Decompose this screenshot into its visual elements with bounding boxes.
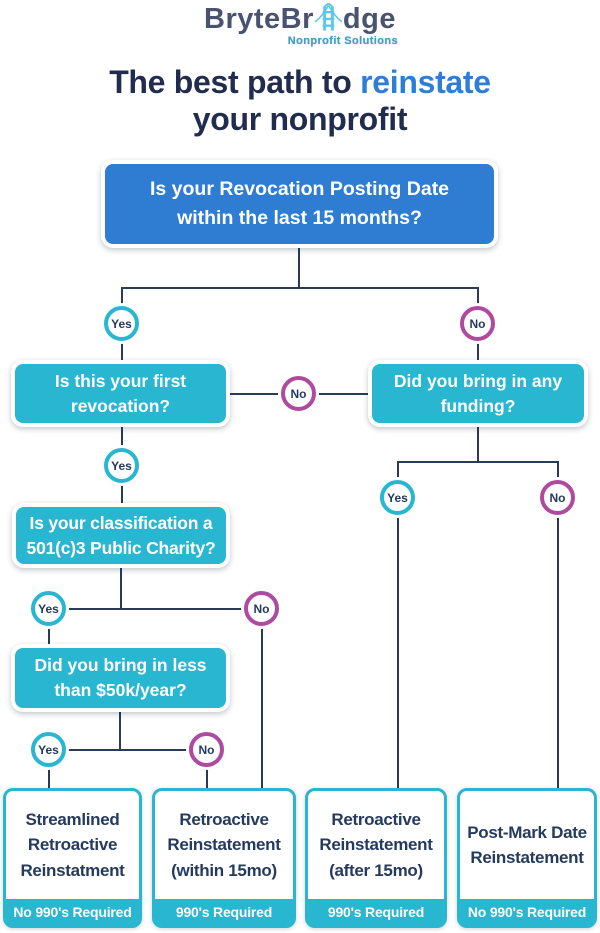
question-text: Is this your first revocation?	[54, 370, 187, 416]
connector-line	[557, 461, 559, 789]
connector-line	[477, 426, 479, 463]
logo-wordmark: BryteBr dge	[0, 3, 600, 35]
yes-label: Yes	[38, 601, 59, 616]
connector-line	[48, 749, 50, 789]
no-badge: No	[244, 591, 279, 626]
no-badge: No	[189, 732, 224, 767]
outcome-title: Retroactive Reinstatement (after 15mo)	[319, 809, 433, 880]
outcome-requirement-badge: No 990's Required	[460, 899, 594, 925]
page-title: The best path to reinstate your nonprofi…	[0, 64, 600, 138]
node-q-first-revocation: Is this your first revocation?	[11, 360, 230, 427]
outcome-box-retro-within-15mo: Retroactive Reinstatement (within 15mo) …	[152, 788, 296, 928]
node-q-any-funding: Did you bring in any funding?	[368, 360, 588, 427]
bridge-icon	[314, 3, 342, 31]
logo-text-right: dge	[342, 3, 396, 35]
logo-text-left: BryteBr	[204, 3, 314, 35]
connector-line	[48, 608, 50, 645]
no-badge: No	[281, 376, 316, 411]
question-text: Did you bring in any funding?	[393, 370, 563, 416]
outcome-box-retro-after-15mo: Retroactive Reinstatement (after 15mo) 9…	[305, 788, 447, 928]
question-text: Is your Revocation Posting Date within t…	[149, 177, 450, 229]
connector-line	[48, 608, 263, 610]
connector-line	[48, 749, 208, 751]
yes-badge: Yes	[31, 591, 66, 626]
title-line-1: The best path to reinstate	[0, 64, 600, 101]
question-text: Did you bring in less than $50k/year?	[34, 655, 207, 700]
outcome-requirement-badge: No 990's Required	[6, 899, 139, 925]
logo-tagline: Nonprofit Solutions	[287, 35, 398, 47]
connector-line	[298, 247, 300, 289]
title-highlight-text: reinstate	[360, 64, 491, 100]
no-label: No	[253, 601, 270, 616]
no-label: No	[549, 490, 566, 505]
node-q-classification: Is your classification a 501(c)3 Public …	[12, 503, 230, 568]
no-label: No	[290, 386, 307, 401]
outcome-title: Post-Mark Date Reinstatement	[467, 822, 587, 868]
yes-badge: Yes	[31, 732, 66, 767]
question-text: Is your classification a 501(c)3 Public …	[26, 512, 216, 558]
outcome-title: Retroactive Reinstatement (within 15mo)	[167, 809, 281, 880]
no-label: No	[198, 742, 215, 757]
no-label: No	[469, 316, 486, 331]
connector-line	[120, 567, 122, 610]
node-q-under-50k: Did you bring in less than $50k/year?	[11, 644, 230, 712]
yes-badge: Yes	[104, 448, 139, 483]
outcome-title: Streamlined Retroactive Reinstatment	[20, 809, 125, 880]
yes-badge: Yes	[104, 306, 139, 341]
yes-label: Yes	[38, 742, 59, 757]
outcome-box-streamlined: Streamlined Retroactive Reinstatment No …	[3, 788, 142, 928]
title-text: The best path to	[109, 64, 361, 100]
outcome-box-post-mark-date: Post-Mark Date Reinstatement No 990's Re…	[457, 788, 597, 928]
no-badge: No	[540, 480, 575, 515]
connector-line	[121, 287, 479, 289]
yes-label: Yes	[111, 458, 132, 473]
yes-badge: Yes	[380, 480, 415, 515]
outcome-requirement-badge: 990's Required	[308, 899, 444, 925]
yes-label: Yes	[387, 490, 408, 505]
title-line-2: your nonprofit	[192, 101, 408, 137]
connector-line	[206, 749, 208, 789]
no-badge: No	[460, 306, 495, 341]
yes-label: Yes	[111, 316, 132, 331]
connector-line	[397, 461, 399, 789]
outcome-requirement-badge: 990's Required	[155, 899, 293, 925]
brytebridge-logo: BryteBr dge Nonprofit Solutions	[0, 3, 600, 47]
connector-line	[119, 711, 121, 751]
connector-line	[397, 461, 559, 463]
node-q-revocation-date: Is your Revocation Posting Date within t…	[101, 160, 498, 248]
connector-line	[261, 608, 263, 789]
